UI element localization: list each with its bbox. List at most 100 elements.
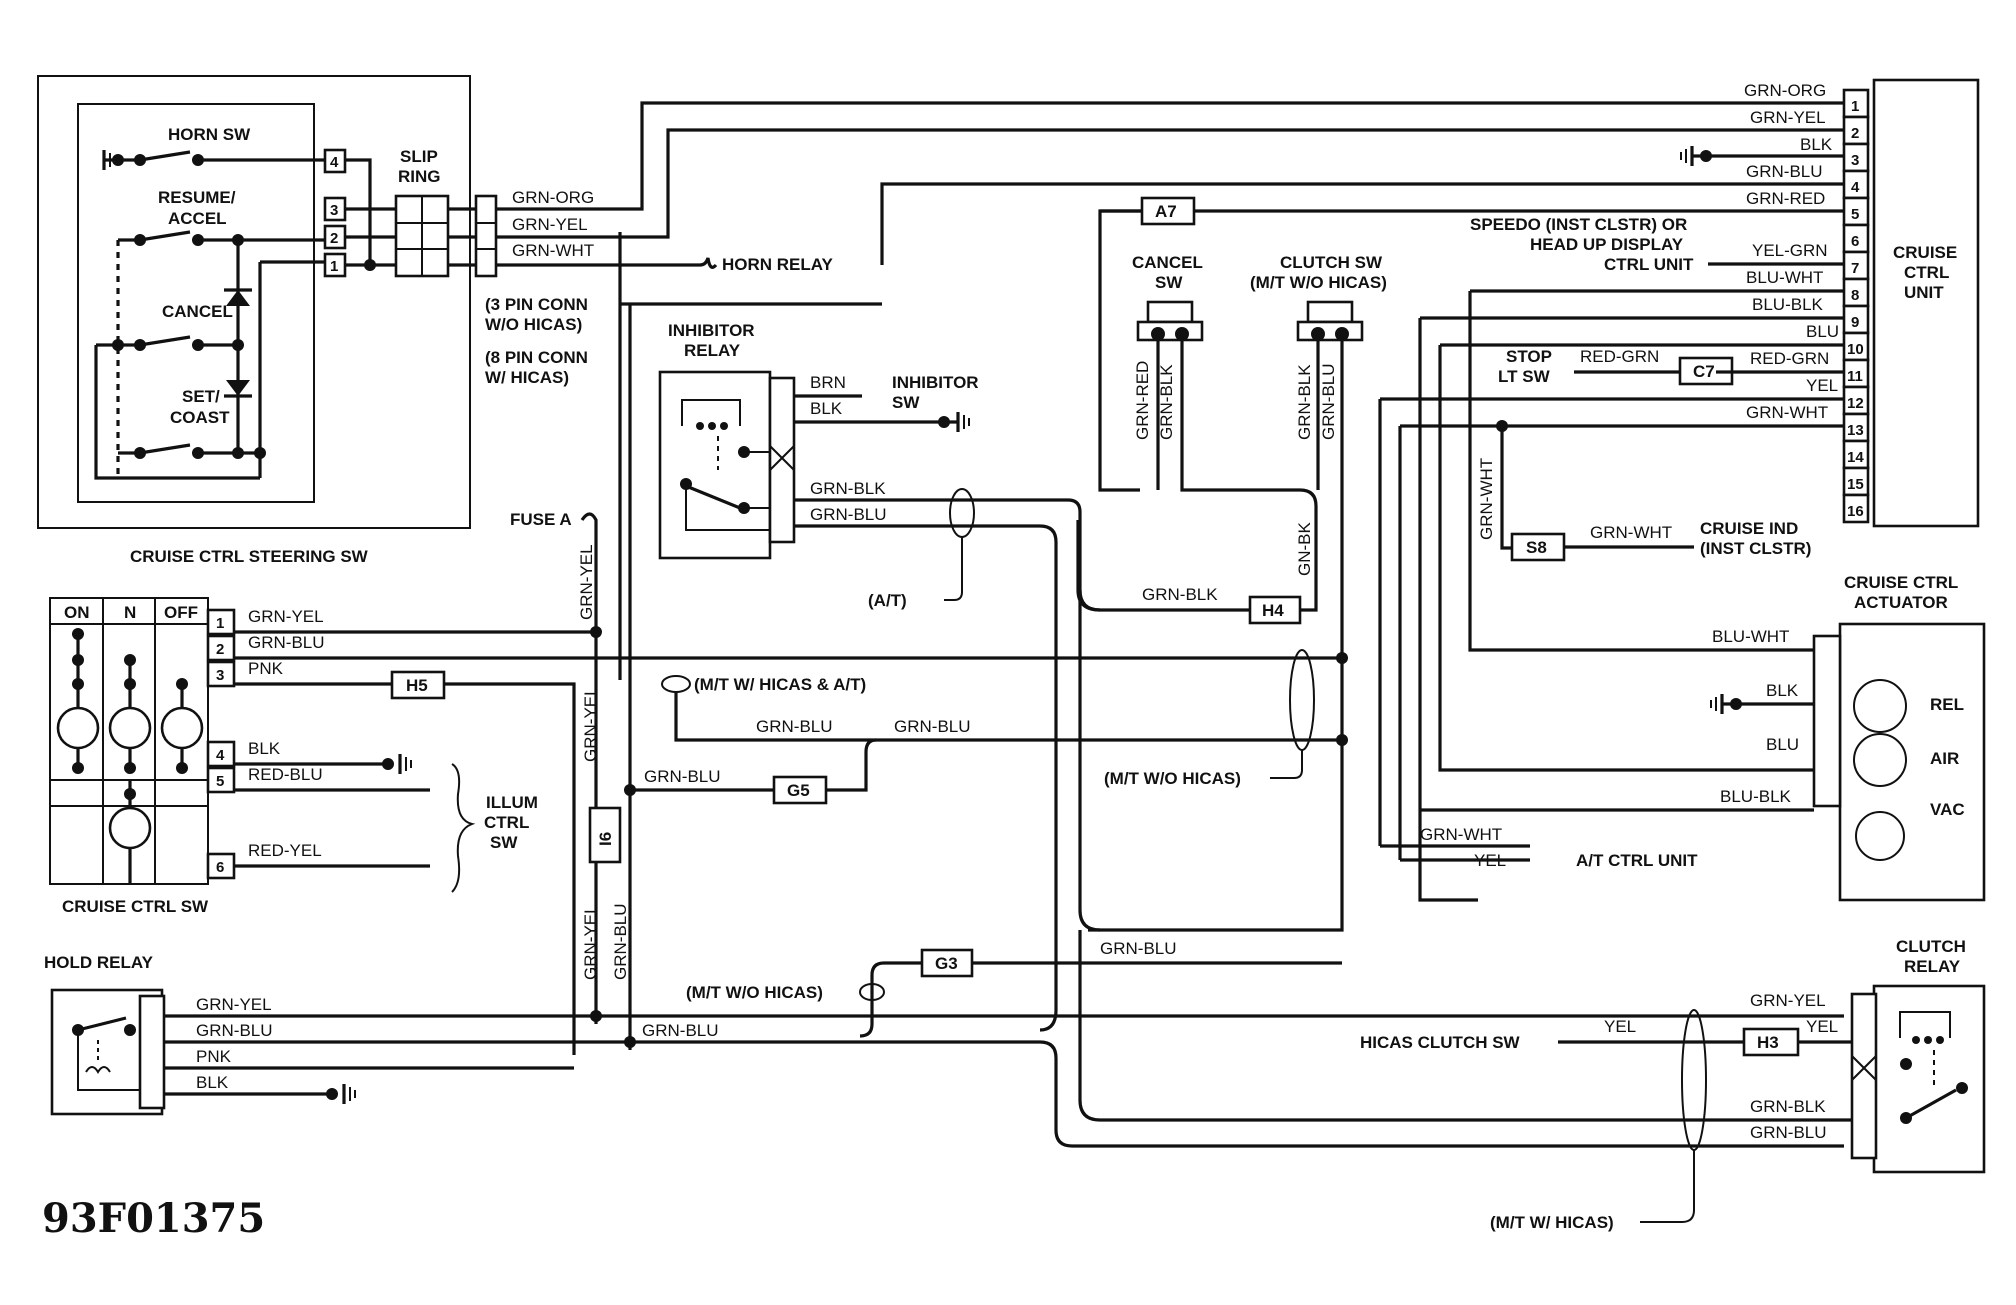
wire-label: BLU [1766,735,1799,754]
wire-label: BLK [810,399,843,418]
wire-label: GRN-BLK [1750,1097,1826,1116]
cruise-sw-pin-5: 5 [216,773,224,790]
svg-text:STOP: STOP [1506,347,1552,366]
conn-note: W/O HICAS) [485,315,582,334]
wire-label: RED-GRN [1750,349,1829,368]
wire-label: GRN-YEL [1750,108,1826,127]
wire-label: GRN-ORG [1744,81,1826,100]
svg-text:A7: A7 [1155,202,1177,221]
svg-text:CTRL: CTRL [484,813,529,832]
wire-label: BLU-WHT [1712,627,1789,646]
note-at: (A/T) [868,591,907,610]
cruise-sw-pin-3: 3 [216,667,224,684]
ctrl-unit-pin-13: 13 [1847,422,1864,439]
note-mt-wo-hicas-2: (M/T W/O HICAS) [686,983,823,1002]
svg-text:HOLD RELAY: HOLD RELAY [44,953,154,972]
connector-h3: H3 [1742,1027,1800,1057]
cruise-sw-pin-4: 4 [216,747,225,764]
cruise-sw-pin-box [206,608,236,636]
svg-text:G3: G3 [935,954,958,973]
svg-text:CRUISE CTRL: CRUISE CTRL [1844,573,1958,592]
steering-pin-3: 3 [330,202,338,219]
ctrl-unit-pin-7: 7 [1851,260,1859,277]
wire-label: GRN-ORG [512,188,594,207]
wire-label: BLU-WHT [1746,268,1823,287]
cancel-label: CANCEL [162,302,233,321]
wire-label: YEL-GRN [1752,241,1828,260]
connector-h4: H4 [1248,595,1302,625]
wire-label: GRN-WHT [1477,458,1496,540]
coast-label: COAST [170,408,230,427]
cancel-switch: CANCEL SW GRN-RED GRN-BLK [1132,253,1204,440]
cruise-sw-pin-box [206,634,236,662]
hold-relay: HOLD RELAY [44,953,166,1116]
wire-label: GRN-WHT [512,241,594,260]
wire-label: GRN-BLK [1142,585,1218,604]
ctrl-unit-pin-4: 4 [1851,179,1860,196]
ctrl-unit-pin-1: 1 [1851,98,1859,115]
wire-label: GRN-YEL [581,904,600,980]
svg-text:CANCEL: CANCEL [1132,253,1203,272]
wire-label: GRN-BLU [756,717,833,736]
wire-label: GRN-RED [1746,189,1825,208]
wire-label: BLK [1766,681,1799,700]
connector-h5: H5 [390,670,446,700]
fuse-a-label: FUSE A [510,510,572,529]
inhibitor-relay: INHIBITOR RELAY INHIBITOR SW [658,321,979,560]
cruise-ctrl-actuator: CRUISE CTRL ACTUATOR REL AIR VAC [1812,573,1986,902]
ground-symbol-icon [342,1084,356,1104]
svg-text:ON: ON [64,603,90,622]
wire-label: GRN-WHT [1590,523,1672,542]
cruise-sw-pin-1: 1 [216,615,224,632]
wire-label: GRN-BLU [1746,162,1823,181]
svg-text:H5: H5 [406,676,428,695]
wire-label: BLK [196,1073,229,1092]
clutch-switch: CLUTCH SW (M/T W/O HICAS) GRN-BLK GRN-BL… [1250,253,1387,576]
connector-i6: I6 [588,806,622,864]
cruise-sw-pin-box [206,740,236,768]
cruise-ctrl-steering-switch: HORN SW RESUME/ ACCEL CANCEL SET/ COAST … [37,75,471,566]
svg-text:N: N [124,603,136,622]
wire-label: PNK [196,1047,232,1066]
ctrl-unit-pin-16: 16 [1847,503,1864,520]
svg-text:ILLUM: ILLUM [486,793,538,812]
wire-label: GRN-BLU [1750,1123,1827,1142]
ctrl-unit-pin-10: 10 [1847,341,1864,358]
ctrl-unit-pin-9: 9 [1851,314,1859,331]
connector-s8: S8 [1510,532,1566,562]
note-mt-w-hicas: (M/T W/ HICAS) [1490,1213,1614,1232]
ctrl-unit-pin-12: 12 [1847,395,1864,412]
svg-text:SW: SW [1155,273,1183,292]
unit-label: UNIT [1904,283,1944,302]
unit-label: CTRL [1904,263,1949,282]
wire-label: YEL [1604,1017,1636,1036]
wire-label: GRN-BLU [248,633,325,652]
svg-text:ACTUATOR: ACTUATOR [1854,593,1948,612]
wire-label: RED-YEL [248,841,322,860]
conn-note: (3 PIN CONN [485,295,588,314]
svg-text:H3: H3 [1757,1033,1779,1052]
wire-label: YEL [1806,1017,1838,1036]
svg-text:RELAY: RELAY [684,341,741,360]
speedo-label: HEAD UP DISPLAY [1530,235,1684,254]
ctrl-unit-pin-box [1842,304,1870,335]
horn-sw-label: HORN SW [168,125,251,144]
svg-text:I6: I6 [596,832,615,846]
connector-a7: A7 [1140,196,1196,226]
ground-symbol-icon [1680,146,1694,166]
cruise-ind-label: CRUISE IND [1700,519,1798,538]
wire-label: GRN-YEL [248,607,324,626]
ctrl-unit-pin-8: 8 [1851,287,1859,304]
wire-label: YEL [1806,376,1838,395]
wire-label: GRN-BLU [611,903,630,980]
wire-label: GRN-WHT [1746,403,1828,422]
stop-lt-sw: STOP LT SW [1498,347,1552,386]
wire-label: BLU [1806,322,1839,341]
clutch-relay: CLUTCH RELAY [1850,937,1986,1174]
ctrl-unit-pin-2: 2 [1851,125,1859,142]
svg-text:(M/T W/O HICAS): (M/T W/O HICAS) [1250,273,1387,292]
